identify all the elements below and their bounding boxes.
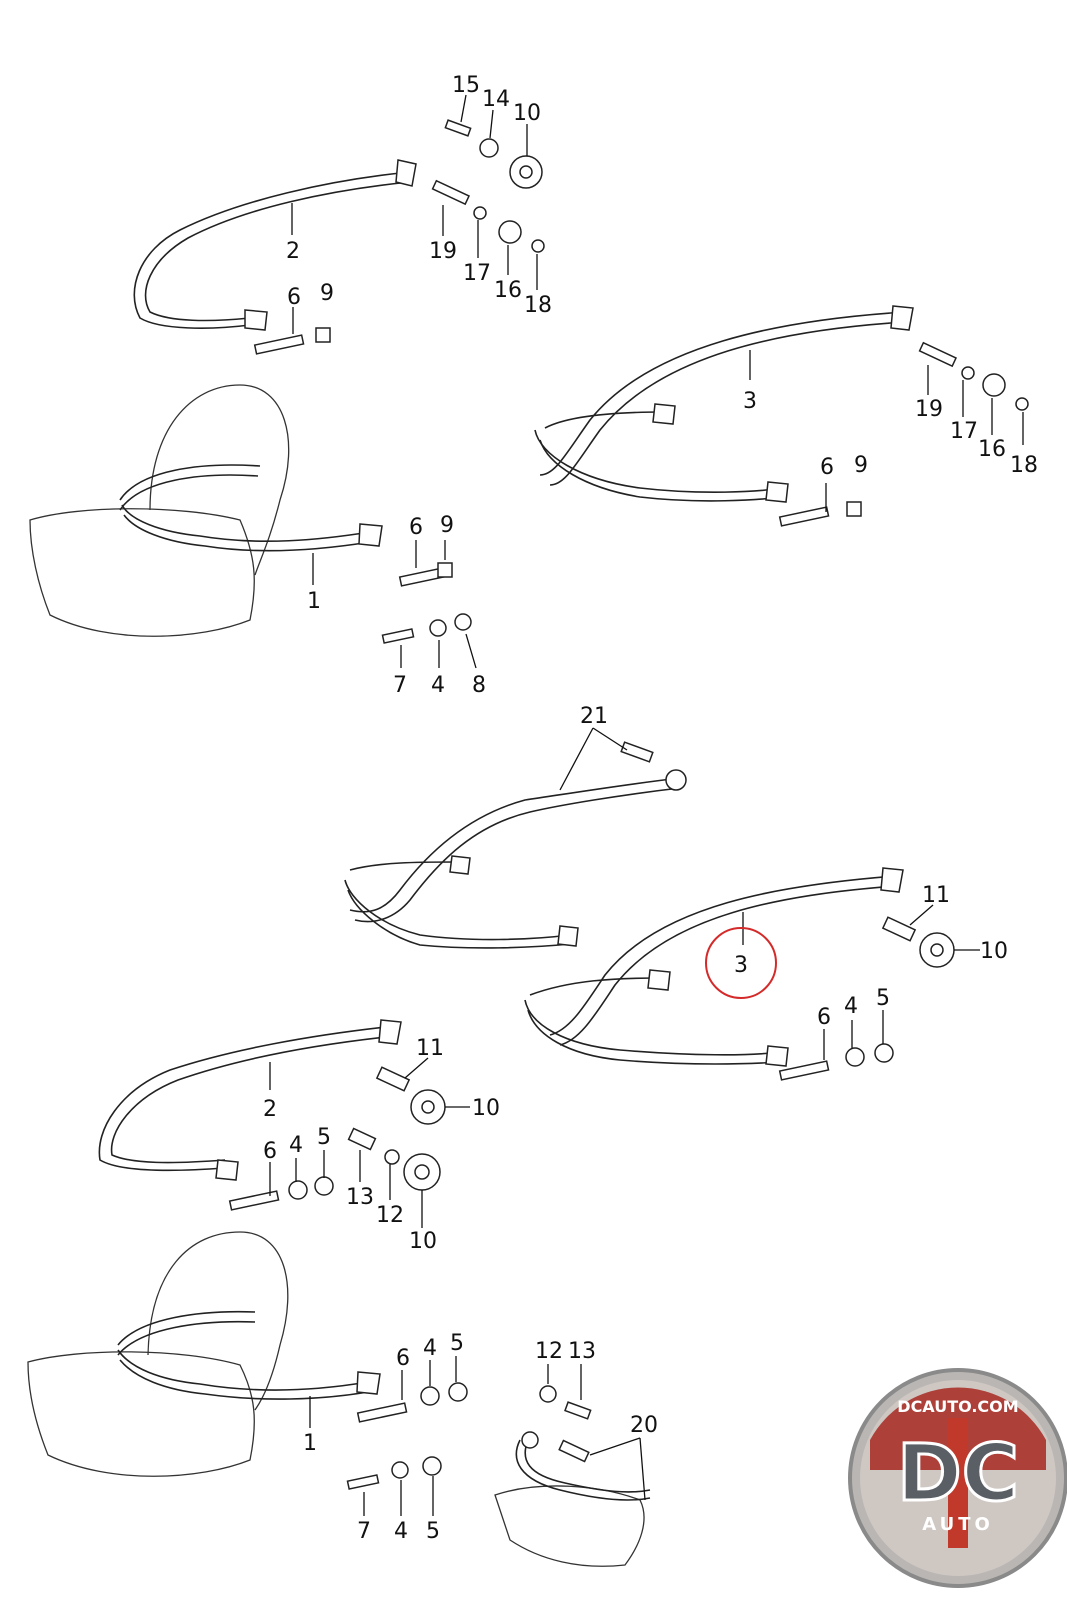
lap-belt-2-top [133,159,417,331]
label-9: 9 [854,453,868,478]
label-9: 9 [320,281,334,306]
leader-lines-e [309,1356,646,1516]
label-3-highlighted: 3 [734,953,748,978]
label-5: 5 [450,1331,464,1356]
label-5: 5 [317,1125,331,1150]
label-4: 4 [431,673,445,698]
hardware-b [381,341,1029,644]
part-labels: 15 14 10 2 19 17 16 18 6 9 3 19 17 16 18… [263,73,1038,1544]
label-16: 16 [978,437,1006,462]
hardware-d [228,1066,446,1211]
label-20: 20 [630,1413,658,1438]
label-10: 10 [513,101,541,126]
label-10: 10 [409,1229,437,1254]
label-10: 10 [472,1096,500,1121]
seat-1-top [29,384,383,637]
label-12: 12 [376,1203,404,1228]
logo-sub-text: AUTO [922,1514,994,1535]
leader-lines-b [312,350,1024,669]
label-9: 9 [440,513,454,538]
label-6: 6 [409,515,423,540]
label-12: 12 [535,1339,563,1364]
label-18: 18 [524,293,552,318]
hardware-c [778,916,955,1081]
dc-auto-logo: DCAUTO.COM DC AUTO [848,1368,1067,1588]
lap-belt-3-highlight [524,867,904,1067]
label-19: 19 [429,239,457,264]
label-5: 5 [426,1519,440,1544]
label-3: 3 [743,389,757,414]
label-7: 7 [357,1519,371,1544]
leader-lines-c [559,727,980,1060]
label-14: 14 [482,87,510,112]
label-6: 6 [263,1139,277,1164]
label-4: 4 [394,1519,408,1544]
label-10: 10 [980,939,1008,964]
anchor-20 [494,1431,651,1567]
label-11: 11 [922,883,950,908]
label-4: 4 [289,1133,303,1158]
label-6: 6 [817,1005,831,1030]
label-8: 8 [472,673,486,698]
label-19: 19 [915,397,943,422]
label-4: 4 [423,1336,437,1361]
lap-belt-3-top [534,305,914,503]
label-13: 13 [568,1339,596,1364]
seat-1-bottom [27,1231,381,1477]
label-1: 1 [303,1431,317,1456]
label-6: 6 [396,1346,410,1371]
label-2: 2 [263,1097,277,1122]
label-17: 17 [950,419,978,444]
lap-belt-2-lower [98,1019,402,1181]
logo-top-text: DCAUTO.COM [897,1397,1018,1416]
leader-lines-d [269,1057,470,1228]
hardware-e [346,1382,592,1490]
highlight-circle [705,927,777,999]
leader-lines-a [291,94,538,334]
label-2: 2 [286,239,300,264]
label-11: 11 [416,1036,444,1061]
label-5: 5 [876,986,890,1011]
label-6: 6 [820,455,834,480]
label-18: 18 [1010,453,1038,478]
label-6: 6 [287,285,301,310]
label-4: 4 [844,994,858,1019]
lap-belt-3-middle [344,741,687,949]
label-16: 16 [494,278,522,303]
label-21: 21 [580,704,608,729]
label-15: 15 [452,73,480,98]
hardware-top-a [253,119,545,355]
label-13: 13 [346,1185,374,1210]
label-1: 1 [307,589,321,614]
label-17: 17 [463,261,491,286]
label-7: 7 [393,673,407,698]
logo-main-text: DC [897,1429,1019,1519]
